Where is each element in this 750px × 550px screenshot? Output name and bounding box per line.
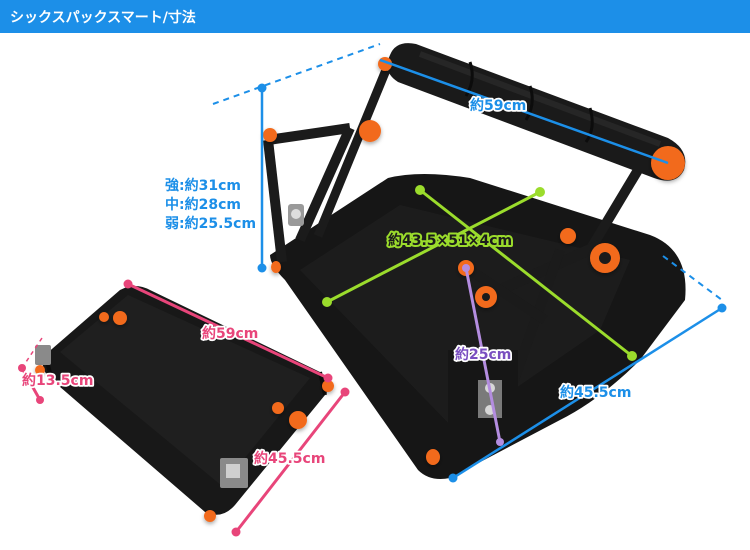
left-arm-frame [263,68,391,263]
title-bar: シックスパックスマート/寸法 [0,0,750,33]
label-folded-thickness: 約13.5cm [22,372,93,389]
foam-roller [387,43,686,181]
label-depth: 約45.5cm [560,384,631,401]
label-folded-depth: 約45.5cm [254,450,325,467]
label-height-strong: 強:約31cm [165,177,241,194]
product-folded [35,286,334,522]
dimension-lines [18,43,727,537]
label-arm-height: 約25cm [455,346,511,363]
label-folded-width: 約59cm [202,325,258,342]
label-bar-width: 約59cm [470,97,526,114]
label-height-middle: 中:約28cm [165,196,241,213]
label-height-weak: 弱:約25.5cm [165,215,256,232]
label-seat-size: 約43.5×51×4cm [388,232,512,249]
page-title: シックスパックスマート/寸法 [10,10,196,26]
